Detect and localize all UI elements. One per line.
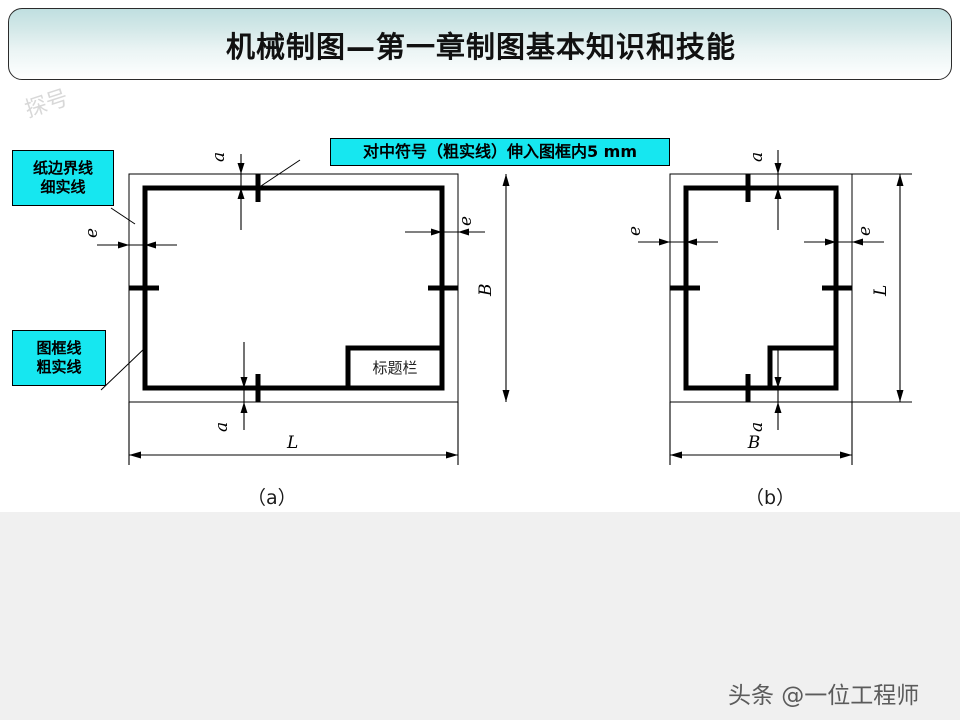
- drawing-frame-a: [142, 185, 445, 391]
- dim-arrow-bottom-up-a: [240, 402, 248, 413]
- dim-arrow-bottom-up-b: [774, 402, 782, 413]
- title-block-b: [767, 345, 839, 391]
- callout-frame-line2: 粗实线: [36, 358, 82, 376]
- dim-arrow-top-down-b: [774, 163, 782, 174]
- leader-centering-symbol-a: [257, 159, 301, 189]
- dim-arrow-right-out-b: [852, 238, 863, 246]
- watermark-top-left: 探号: [21, 85, 72, 124]
- dim-label-left-a: e: [82, 228, 102, 238]
- drawing-frame-b: [683, 185, 839, 391]
- dim-arrow-top-up-b: [774, 188, 782, 199]
- title-block-a: [345, 345, 445, 391]
- dim-arrow-width-left-a: [129, 451, 141, 459]
- dim-arrow-width-right-b: [840, 451, 852, 459]
- slide-title-bar: 机械制图—第一章制图基本知识和技能: [8, 8, 952, 80]
- dim-arrow-height-top-b: [896, 174, 904, 186]
- dim-label-width-a: L: [286, 433, 298, 453]
- dim-label-top-b: a: [747, 152, 767, 162]
- callout-paper-edge-line1: 纸边界线: [32, 159, 93, 178]
- dim-arrow-height-bottom-b: [896, 390, 904, 402]
- dim-arrow-right-in-a: [431, 228, 442, 236]
- slide-canvas: 机械制图—第一章制图基本知识和技能 探号 纸边界线 细实线 图框线 粗实线 对中…: [0, 0, 960, 512]
- dim-arrow-height-top-a: [502, 174, 510, 186]
- callout-frame-line: 图框线 粗实线: [12, 330, 106, 386]
- figure-a-drawing: 标题栏 a a e: [82, 140, 555, 490]
- dim-label-right-b: e: [855, 226, 875, 236]
- dim-arrow-top-down-a: [237, 163, 245, 174]
- dim-arrow-bottom-down-a: [240, 377, 248, 388]
- dim-arrow-width-right-a: [446, 451, 458, 459]
- dim-label-right-a: e: [456, 216, 476, 226]
- callout-frame-line1: 图框线: [36, 339, 82, 358]
- dim-label-height-a: B: [476, 284, 496, 298]
- dim-arrow-height-bottom-a: [502, 390, 510, 402]
- callout-paper-edge-line: 纸边界线 细实线: [12, 150, 114, 206]
- dim-label-bottom-a: a: [212, 422, 232, 432]
- dim-arrow-right-out-a: [458, 228, 469, 236]
- title-block-label-a: 标题栏: [372, 359, 417, 377]
- dim-arrow-left-in-a: [118, 241, 129, 249]
- callout-centering-symbol: 对中符号（粗实线）伸入图框内5 mm: [330, 138, 670, 166]
- dim-label-bottom-b: a: [747, 422, 767, 432]
- callout-paper-edge-line2: 细实线: [40, 178, 86, 196]
- dim-label-left-b: e: [625, 226, 645, 236]
- dim-label-width-b: B: [747, 433, 761, 453]
- watermark-bottom-right: 头条 @一位工程师: [728, 683, 920, 709]
- dim-arrow-bottom-down-b: [774, 377, 782, 388]
- dim-label-height-b: L: [871, 285, 891, 297]
- dim-label-top-a: a: [209, 152, 229, 162]
- dim-arrow-left-out-b: [686, 238, 697, 246]
- dim-arrow-left-in-b: [659, 238, 670, 246]
- dim-arrow-width-left-b: [670, 451, 682, 459]
- page-title: 机械制图—第一章制图基本知识和技能: [225, 30, 736, 64]
- figure-a-caption: （a）: [247, 487, 297, 509]
- figure-b-caption: （b）: [745, 487, 796, 509]
- leader-frame-line: [100, 345, 148, 391]
- callout-centering-symbol-text: 对中符号（粗实线）伸入图框内5 mm: [362, 142, 638, 161]
- figure-b-drawing: a a e e L B: [620, 140, 960, 490]
- leader-paper-edge: [110, 207, 136, 225]
- dim-arrow-right-in-b: [825, 238, 836, 246]
- dim-arrow-top-up-a: [237, 188, 245, 199]
- dim-arrow-left-out-a: [145, 241, 156, 249]
